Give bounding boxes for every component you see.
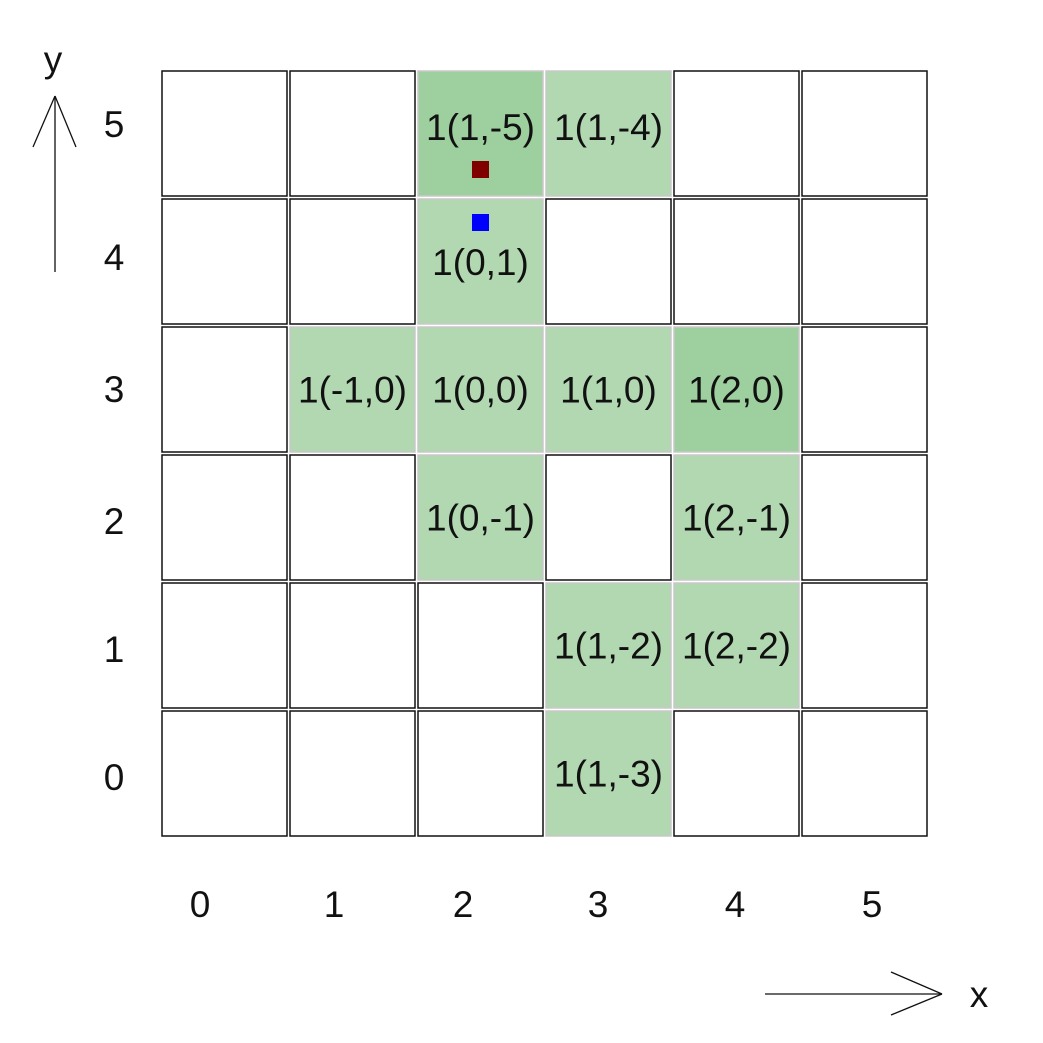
y-tick-label: 5 [104,104,125,145]
empty-cell [801,582,928,709]
cell-label: 1(1,-5) [426,107,535,148]
y-tick-label: 1 [104,629,125,670]
cell-label: 1(0,-1) [426,498,535,539]
empty-cell [289,710,416,837]
cell-label: 1(-1,0) [298,370,407,411]
grid-cells [161,70,928,837]
empty-cell [161,198,288,325]
y-axis-arrow-head-left [32,95,56,148]
x-axis: x [765,971,989,1016]
y-tick-label: 3 [104,369,125,410]
y-axis: y [32,39,77,272]
cell-label: 1(1,0) [560,370,657,411]
empty-cell [289,582,416,709]
cell-label: 1(1,-2) [554,626,663,667]
empty-cell [673,70,800,197]
empty-cell [673,198,800,325]
highlighted-cell [417,454,544,581]
empty-cell [161,710,288,837]
empty-cell [161,582,288,709]
cell-label: 1(2,-1) [682,498,791,539]
empty-cell [161,70,288,197]
empty-cell [545,454,672,581]
end-marker [472,161,489,178]
empty-cell [417,710,544,837]
start-marker [472,214,489,231]
cell-label: 1(1,-4) [554,107,663,148]
empty-cell [417,582,544,709]
highlighted-cell [545,70,672,197]
empty-cell [801,70,928,197]
y-tick-label: 0 [104,757,125,798]
empty-cell [801,198,928,325]
x-tick-label: 0 [190,884,211,925]
markers [472,161,489,231]
highlighted-cell [289,326,416,453]
highlighted-cell [417,326,544,453]
y-tick-label: 4 [104,237,125,278]
highlighted-cell [673,454,800,581]
empty-cell [161,454,288,581]
x-axis-label: x [970,974,989,1015]
y-axis-label: y [44,39,63,80]
highlighted-cell [673,326,800,453]
empty-cell [801,454,928,581]
highlighted-cell [545,710,672,837]
x-tick-label: 1 [324,884,345,925]
empty-cell [545,198,672,325]
empty-cell [289,198,416,325]
empty-cell [289,70,416,197]
empty-cell [289,454,416,581]
empty-cell [801,710,928,837]
axis-ticks: 0 1 2 3 4 5 0 1 2 3 4 5 [104,104,883,925]
highlighted-cell [545,582,672,709]
x-tick-label: 3 [588,884,609,925]
x-tick-label: 2 [453,884,474,925]
x-tick-label: 4 [725,884,746,925]
x-axis-arrow-head-bottom [890,993,943,1016]
y-tick-label: 2 [104,501,125,542]
highlighted-cell [545,326,672,453]
cell-label: 1(2,0) [688,370,785,411]
y-axis-arrow-head-right [54,95,77,148]
x-tick-label: 5 [862,884,883,925]
cell-label: 1(0,0) [432,370,529,411]
empty-cell [673,710,800,837]
cell-labels: 1(1,-5) 1(1,-4) 1(0,1) 1(-1,0) 1(0,0) 1(1,0) 1… [298,107,791,795]
cell-label: 1(0,1) [432,242,529,283]
cell-label: 1(1,-3) [554,754,663,795]
x-axis-arrow-head-top [890,971,943,995]
empty-cell [161,326,288,453]
empty-cell [801,326,928,453]
cell-label: 1(2,-2) [682,626,791,667]
highlighted-cell [673,582,800,709]
